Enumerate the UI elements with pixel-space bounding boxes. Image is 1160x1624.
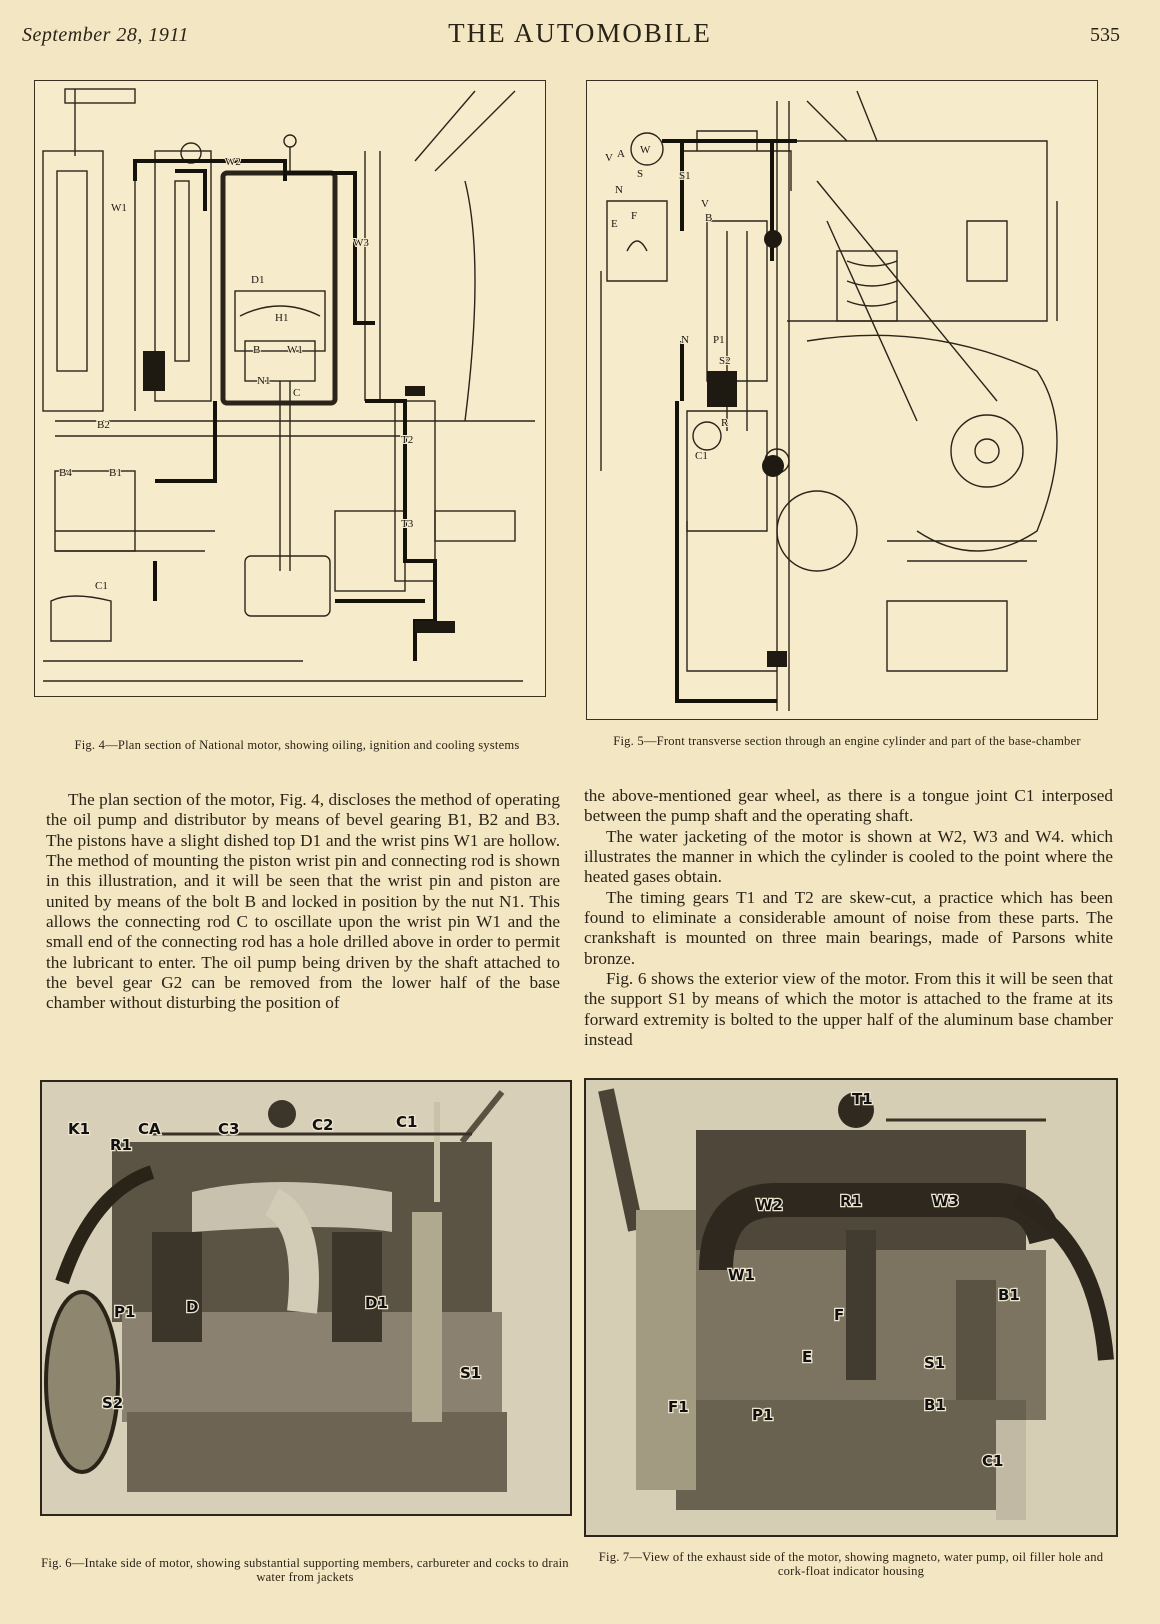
page-number: 535 (1090, 24, 1120, 46)
fig7-label-f: F (834, 1306, 844, 1324)
fig6-label-ca: CA (138, 1120, 161, 1138)
fig6-label-s2: S2 (102, 1394, 123, 1412)
fig7-label-s1: S1 (924, 1354, 945, 1372)
fig5-label-n-lower: N (681, 334, 689, 346)
fig7-label-b1-lower: B1 (924, 1396, 946, 1414)
fig4-label-w2: W2 (225, 156, 241, 168)
article-right-column: the above-mentioned gear wheel, as there… (584, 786, 1113, 1050)
figure-7-photo: T1 W2 R1 W3 W1 B1 F E S1 F1 P1 B1 C1 (584, 1078, 1118, 1537)
fig4-label-w3: W3 (353, 237, 369, 249)
transverse-section-drawing: W V A N S E F S1 V B N P1 S2 R C1 (600, 90, 1058, 711)
fig6-label-c2: C2 (312, 1116, 333, 1134)
fig6-label-c1: C1 (396, 1113, 417, 1131)
fig5-label-p1: P1 (713, 334, 725, 346)
fig4-label-t2: T2 (401, 434, 413, 446)
article-paragraph: Fig. 6 shows the exterior view of the mo… (584, 969, 1113, 1050)
fig7-label-w1: W1 (728, 1266, 755, 1284)
figure-7-caption: Fig. 7—View of the exhaust side of the m… (598, 1550, 1104, 1578)
figure-5-drawing: W V A N S E F S1 V B N P1 S2 R C1 (586, 80, 1098, 720)
fig4-label-b4: B4 (59, 467, 72, 479)
fig7-label-w2: W2 (756, 1196, 783, 1214)
running-head: September 28, 1911 THE AUTOMOBILE 535 (22, 18, 1138, 58)
fig5-label-s1: S1 (679, 170, 691, 182)
fig5-label-s: S (637, 168, 643, 180)
fig5-label-a: A (617, 148, 625, 160)
fig6-label-d1: D1 (365, 1294, 388, 1312)
figure-5-caption: Fig. 5—Front transverse section through … (613, 734, 1081, 748)
fig6-label-s1: S1 (460, 1364, 481, 1382)
article-paragraph: The plan section of the motor, Fig. 4, d… (46, 790, 560, 1013)
fig5-label-b: B (705, 212, 712, 224)
fig4-label-t3: T3 (401, 518, 414, 530)
exhaust-side-photo: T1 W2 R1 W3 W1 B1 F E S1 F1 P1 B1 C1 (586, 1080, 1116, 1535)
fig5-label-w: W (640, 144, 651, 156)
fig4-label-n1: N1 (257, 375, 270, 387)
article-left-column: The plan section of the motor, Fig. 4, d… (46, 790, 560, 1014)
figure-6-photo: K1 CA R1 C3 C2 C1 P1 D D1 S1 S2 (40, 1080, 572, 1516)
fig5-label-v-center: V (701, 198, 709, 210)
fig7-label-r1: R1 (840, 1192, 862, 1210)
fig4-label-c1: C1 (95, 580, 108, 592)
fig5-label-v-left: V (605, 152, 613, 164)
publication-title: THE AUTOMOBILE (448, 18, 712, 48)
fig7-label-b1-upper: B1 (998, 1286, 1020, 1304)
figure-4-drawing: W2 W1 W3 D1 H1 B W1 N1 C B2 B4 B1 T2 T3 … (34, 80, 546, 697)
fig7-label-e: E (802, 1348, 812, 1366)
article-paragraph: the above-mentioned gear wheel, as there… (584, 786, 1113, 826)
fig6-label-p1: P1 (114, 1303, 135, 1321)
fig6-label-k1: K1 (68, 1120, 90, 1138)
fig4-label-w1-upper: W1 (111, 202, 127, 214)
fig4-label-b1: B1 (109, 467, 122, 479)
fig5-label-f: F (631, 210, 637, 222)
figure-6-caption: Fig. 6—Intake side of motor, showing sub… (41, 1556, 569, 1584)
figure-4-caption: Fig. 4—Plan section of National motor, s… (74, 738, 520, 752)
fig7-label-f1: F1 (668, 1398, 689, 1416)
fig6-label-c3: C3 (218, 1120, 239, 1138)
article-paragraph: The water jacketing of the motor is show… (584, 826, 1113, 887)
fig5-label-n-upper: N (615, 184, 623, 196)
fig6-label-r1: R1 (110, 1136, 132, 1154)
fig5-label-r: R (721, 417, 729, 429)
issue-date: September 28, 1911 (22, 24, 189, 46)
fig4-label-b: B (253, 344, 260, 356)
fig7-label-w3: W3 (932, 1192, 959, 1210)
plan-section-drawing: W2 W1 W3 D1 H1 B W1 N1 C B2 B4 B1 T2 T3 … (42, 88, 535, 682)
fig6-label-d: D (186, 1298, 198, 1316)
fig4-label-d1: D1 (251, 274, 264, 286)
fig7-label-p1: P1 (752, 1406, 773, 1424)
fig4-label-w1-lower: W1 (287, 344, 303, 356)
fig5-label-c1: C1 (695, 450, 708, 462)
fig5-label-s2: S2 (719, 355, 731, 367)
fig7-label-t1: T1 (852, 1090, 873, 1108)
fig4-label-c: C (293, 387, 300, 399)
intake-side-photo: K1 CA R1 C3 C2 C1 P1 D D1 S1 S2 (42, 1082, 570, 1514)
fig4-label-h1: H1 (275, 312, 288, 324)
fig4-label-b2: B2 (97, 419, 110, 431)
fig5-label-e: E (611, 218, 618, 230)
article-paragraph: The timing gears T1 and T2 are skew-cut,… (584, 887, 1113, 968)
fig7-label-c1: C1 (982, 1452, 1003, 1470)
